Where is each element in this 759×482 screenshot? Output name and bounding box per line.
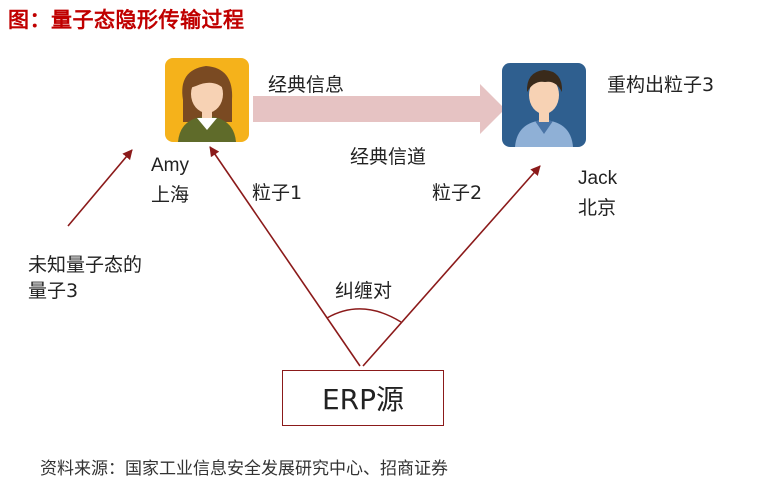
source-note: 资料来源：国家工业信息安全发展研究中心、招商证券: [40, 459, 448, 479]
particle2-label: 粒子2: [432, 182, 483, 204]
erp-source-box: ERP源: [282, 370, 444, 426]
page-title: 图：量子态隐形传输过程: [8, 8, 245, 32]
amy-name: Amy: [151, 155, 189, 176]
entangled-pair-label: 纠缠对: [335, 280, 393, 302]
unknown-state-arrow: [67, 149, 133, 227]
unknown-state-label-line2: 量子3: [28, 280, 79, 302]
jack-name: Jack: [578, 168, 618, 189]
unknown-state-label-line1: 未知量子态的: [28, 254, 143, 276]
erp-source-label: ERP源: [321, 383, 405, 416]
classical-info-label: 经典信息: [268, 74, 345, 96]
particle2-arrow: [362, 165, 541, 367]
reconstruct-label: 重构出粒子3: [607, 74, 715, 96]
jack-avatar: [502, 63, 586, 147]
particle1-arrow: [209, 146, 361, 367]
jack-city: 北京: [578, 197, 617, 219]
classical-channel-label: 经典信道: [350, 146, 427, 168]
particle1-label: 粒子1: [252, 182, 303, 204]
amy-avatar: [165, 58, 249, 142]
classical-channel-arrow: [253, 84, 505, 134]
amy-city: 上海: [151, 184, 190, 206]
entanglement-arc: [326, 308, 402, 323]
